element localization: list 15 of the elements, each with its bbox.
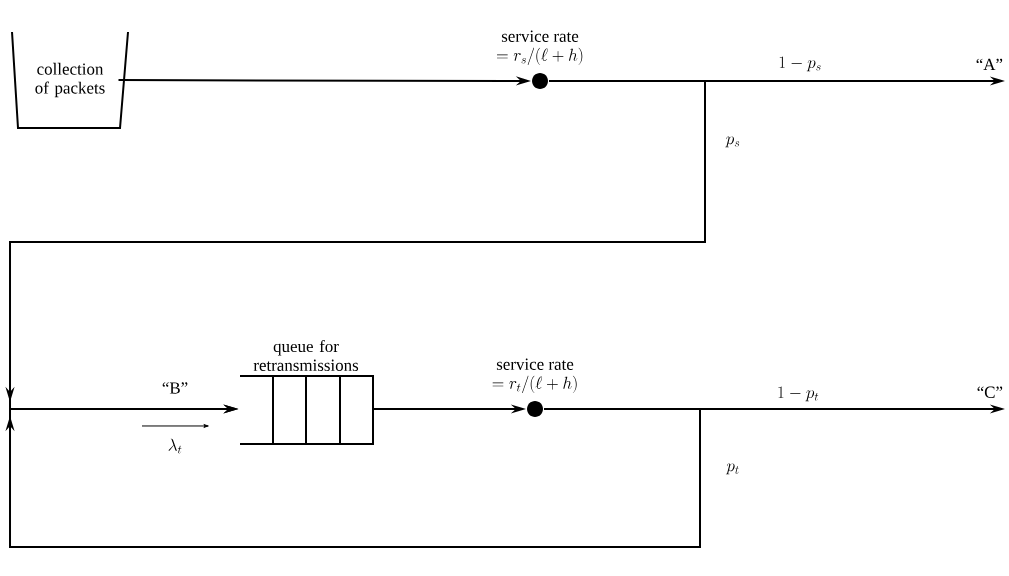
rate-label: $\lambda_t$ xyxy=(168,438,182,454)
node-label: service rate xyxy=(496,358,574,370)
arrow xyxy=(5,404,701,548)
node-label: $= r_s/(\ell + h)$ xyxy=(496,47,583,66)
edge-label: $1 - p_s$ xyxy=(777,55,823,73)
bucket: collection of packets xyxy=(11,31,129,129)
node-label: service rate xyxy=(501,30,579,42)
queue: queue for retransmissions xyxy=(239,339,374,445)
node-label: $= r_t/(\ell + h)$ xyxy=(492,375,577,394)
flow-label: “B” xyxy=(162,382,188,394)
output-label: “C” xyxy=(977,386,1003,398)
edge-label: $p_t$ xyxy=(725,462,741,476)
edge-label: $p_s$ xyxy=(724,135,742,149)
edge-label: $1 - p_t$ xyxy=(775,385,821,403)
output-label: “A” xyxy=(976,58,1003,70)
